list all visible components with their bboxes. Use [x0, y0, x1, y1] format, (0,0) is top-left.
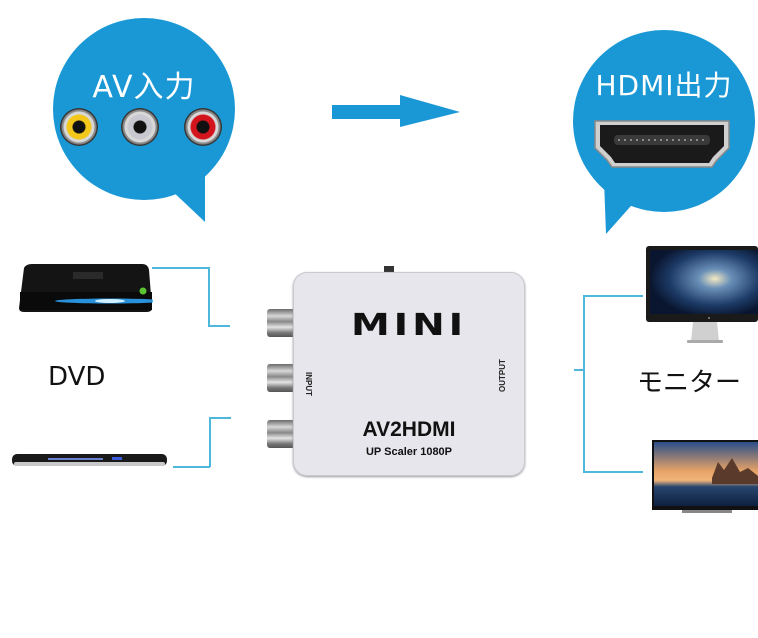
connector-line — [583, 295, 643, 297]
bubble-tail — [604, 180, 654, 234]
connector-line — [209, 417, 211, 467]
connector-line — [574, 369, 584, 371]
rca-plug-icon — [267, 420, 297, 448]
bubble-tail — [150, 170, 205, 222]
converter-input-label: INPUT — [304, 372, 313, 396]
converter-model: AV2HDMI — [362, 418, 456, 441]
hdmi-output-title: HDMI出力 — [595, 69, 733, 102]
dvd-label: DVD — [48, 362, 106, 392]
converter-subtitle: UP Scaler 1080P — [365, 446, 453, 458]
rca-plug-icon — [267, 309, 297, 337]
connector-line — [173, 466, 210, 468]
rca-plug-icon — [267, 364, 297, 392]
box-top-switch — [384, 266, 394, 274]
connector-line — [583, 295, 585, 472]
converter-brand: MINI — [350, 308, 468, 343]
yellow-rca-jack-icon — [60, 108, 98, 146]
dvd-player-image — [12, 454, 167, 466]
connector-line — [152, 267, 209, 269]
desktop-monitor-image — [646, 246, 758, 343]
monitor-label: モニター — [637, 368, 742, 398]
connector-line — [583, 471, 643, 473]
set-top-box-image — [19, 264, 153, 312]
connector-line — [208, 267, 210, 326]
white-rca-jack-icon — [121, 108, 159, 146]
right-arrow-icon — [332, 95, 460, 127]
hdmi-port-icon — [594, 120, 730, 168]
converter-output-label: OUTPUT — [498, 359, 507, 392]
av-input-title: AV入力 — [92, 70, 196, 105]
red-rca-jack-icon — [184, 108, 222, 146]
connector-line — [209, 417, 231, 419]
flat-tv-image — [652, 440, 758, 513]
av2hdmi-converter: MINI INPUT OUTPUT AV2HDMI UP Scaler 1080… — [293, 272, 525, 476]
connector-line — [208, 325, 230, 327]
